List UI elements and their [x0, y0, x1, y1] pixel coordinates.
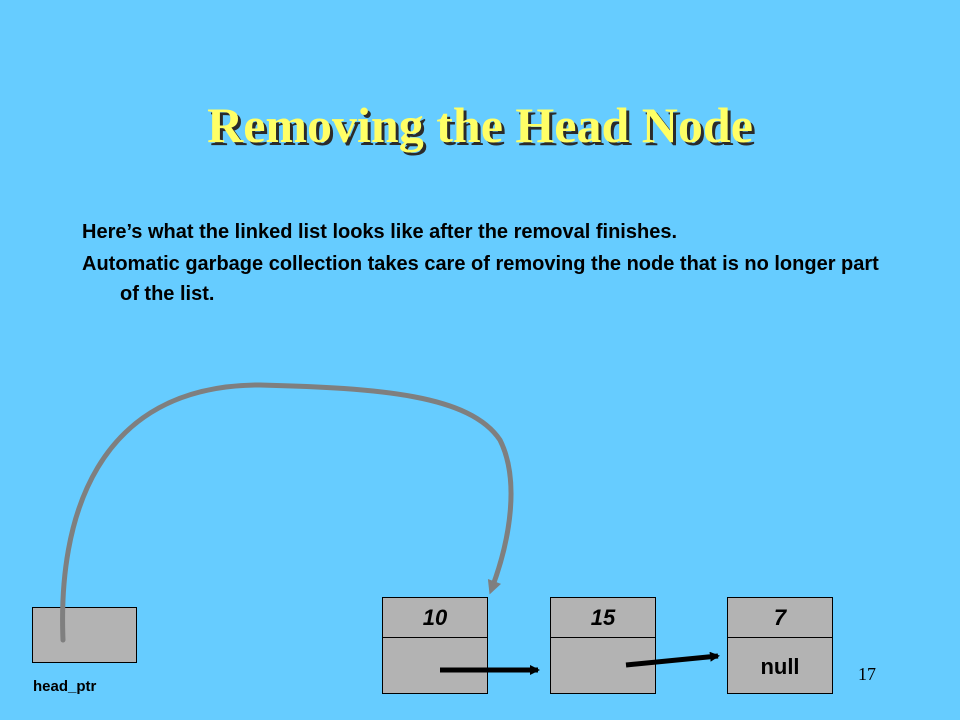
node-link — [383, 638, 487, 695]
node-link: null — [760, 653, 800, 679]
list-node: 15 — [550, 597, 656, 694]
head-ptr-box — [32, 607, 137, 663]
node-link — [551, 638, 655, 695]
head-ptr-label: head_ptr — [33, 678, 97, 695]
slide-title: Removing the Head Node — [207, 97, 753, 153]
bullet-item: Here’s what the linked list looks like a… — [82, 221, 678, 243]
page-number: 17 — [858, 664, 876, 684]
bullet-list: Here’s what the linked list looks like a… — [82, 217, 902, 311]
bullet-item: Automatic garbage collection takes care … — [82, 253, 879, 305]
list-node: 7 null — [727, 597, 833, 694]
list-node: 10 — [382, 597, 488, 694]
node-value: 7 — [728, 598, 832, 638]
node-value: 10 — [383, 598, 487, 638]
node-value: 15 — [551, 598, 655, 638]
